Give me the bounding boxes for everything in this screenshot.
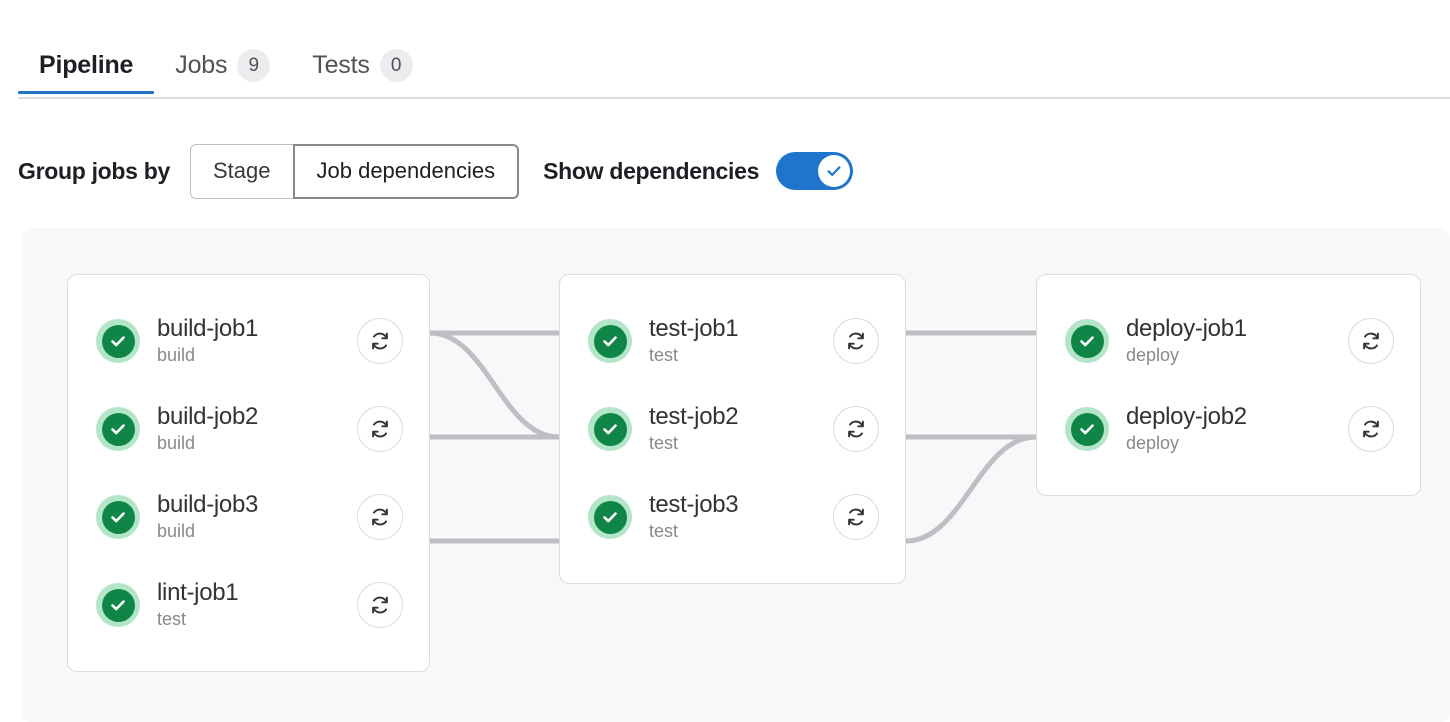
job-stage: build bbox=[157, 345, 196, 366]
segment-stage[interactable]: Stage bbox=[190, 143, 294, 199]
retry-icon[interactable] bbox=[357, 406, 403, 452]
retry-icon[interactable] bbox=[1348, 318, 1394, 364]
job-stage: test bbox=[649, 521, 679, 542]
job-row-lint-job1[interactable]: lint-job1 test bbox=[68, 561, 429, 649]
status-success-icon bbox=[1065, 407, 1109, 451]
tab-bar: Pipeline Jobs 9 Tests 0 bbox=[0, 0, 1450, 100]
tab-active-indicator bbox=[18, 91, 155, 94]
tab-bar-divider bbox=[18, 97, 1450, 99]
link-test-job3-deploy-job2 bbox=[905, 434, 1037, 544]
job-name: deploy-job2 bbox=[1126, 402, 1247, 430]
job-name: build-job2 bbox=[157, 402, 259, 430]
job-group-column-1: build-job1 build build-job2 bbox=[67, 274, 430, 672]
job-name: lint-job1 bbox=[157, 578, 239, 606]
job-name: deploy-job1 bbox=[1126, 314, 1247, 342]
job-stage: test bbox=[649, 345, 679, 366]
group-jobs-by-segmented-control: Stage Job dependencies bbox=[190, 143, 520, 199]
job-group-column-3: deploy-job1 deploy deploy-jo bbox=[1036, 274, 1421, 496]
job-stage: deploy bbox=[1126, 433, 1180, 454]
job-name: build-job1 bbox=[157, 314, 259, 342]
job-stage: build bbox=[157, 433, 196, 454]
retry-icon[interactable] bbox=[833, 318, 879, 364]
link-build-job1-test-job2 bbox=[429, 330, 560, 440]
job-group-column-2: test-job1 test test-job2 bbox=[559, 274, 906, 584]
retry-icon[interactable] bbox=[357, 318, 403, 364]
retry-icon[interactable] bbox=[357, 494, 403, 540]
tab-tests-badge: 0 bbox=[379, 49, 413, 82]
tab-pipeline[interactable]: Pipeline bbox=[18, 0, 155, 97]
tab-tests-label: Tests bbox=[312, 51, 370, 79]
status-success-icon bbox=[1065, 319, 1109, 363]
tab-jobs-label: Jobs bbox=[175, 51, 228, 79]
graph-controls: Group jobs by Stage Job dependencies Sho… bbox=[0, 130, 1450, 212]
job-row-deploy-job1[interactable]: deploy-job1 deploy bbox=[1037, 297, 1420, 385]
retry-icon[interactable] bbox=[357, 582, 403, 628]
status-success-icon bbox=[588, 495, 632, 539]
job-row-test-job3[interactable]: test-job3 test bbox=[560, 473, 905, 561]
show-dependencies-label: Show dependencies bbox=[543, 157, 760, 184]
job-name: test-job3 bbox=[649, 490, 739, 518]
toggle-knob bbox=[818, 155, 851, 187]
job-name: test-job2 bbox=[649, 402, 739, 430]
job-row-test-job1[interactable]: test-job1 test bbox=[560, 297, 905, 385]
tab-tests[interactable]: Tests 0 bbox=[291, 0, 433, 97]
job-stage: build bbox=[157, 521, 196, 542]
job-stage: test bbox=[157, 609, 187, 630]
job-stage: deploy bbox=[1126, 345, 1180, 366]
tab-jobs-badge: 9 bbox=[237, 49, 271, 82]
show-dependencies-toggle[interactable] bbox=[776, 152, 854, 190]
status-success-icon bbox=[96, 407, 140, 451]
job-name: test-job1 bbox=[649, 314, 739, 342]
job-stage: test bbox=[649, 433, 679, 454]
tab-pipeline-label: Pipeline bbox=[39, 51, 134, 79]
status-success-icon bbox=[588, 319, 632, 363]
job-row-test-job2[interactable]: test-job2 test bbox=[560, 385, 905, 473]
job-row-build-job2[interactable]: build-job2 build bbox=[68, 385, 429, 473]
retry-icon[interactable] bbox=[833, 494, 879, 540]
tab-jobs[interactable]: Jobs 9 bbox=[154, 0, 291, 97]
pipeline-graph-canvas: build-job1 build build-job2 bbox=[22, 228, 1450, 722]
status-success-icon bbox=[96, 319, 140, 363]
group-jobs-by-label: Group jobs by bbox=[18, 157, 170, 184]
segment-job-dependencies[interactable]: Job dependencies bbox=[292, 143, 520, 199]
retry-icon[interactable] bbox=[1348, 406, 1394, 452]
retry-icon[interactable] bbox=[833, 406, 879, 452]
job-name: build-job3 bbox=[157, 490, 259, 518]
status-success-icon bbox=[96, 583, 140, 627]
status-success-icon bbox=[588, 407, 632, 451]
job-row-deploy-job2[interactable]: deploy-job2 deploy bbox=[1037, 385, 1420, 473]
job-row-build-job3[interactable]: build-job3 build bbox=[68, 473, 429, 561]
check-icon bbox=[827, 166, 841, 176]
job-row-build-job1[interactable]: build-job1 build bbox=[68, 297, 429, 385]
status-success-icon bbox=[96, 495, 140, 539]
